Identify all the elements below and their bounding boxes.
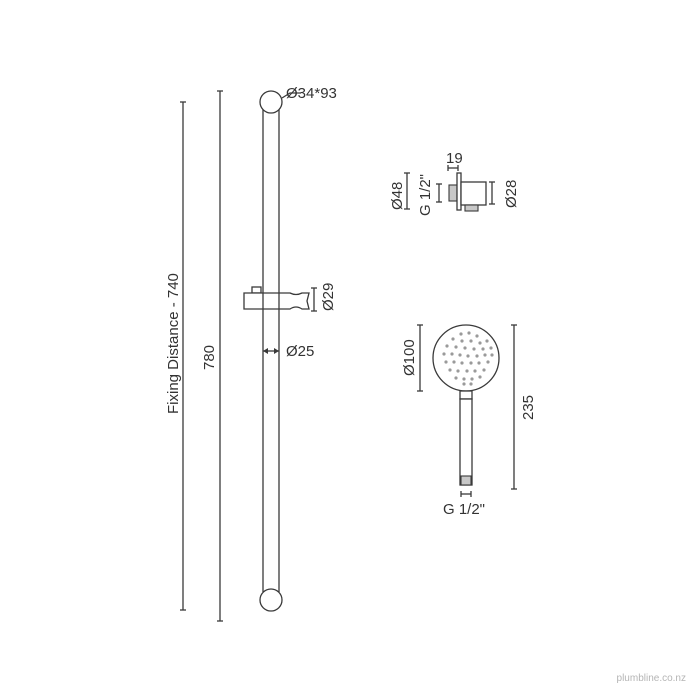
elbow-depth-label: 19 <box>446 150 463 167</box>
bottom-end-cap <box>259 588 283 612</box>
overall-length-label: 780 <box>201 345 218 370</box>
spray-nozzles <box>442 331 494 386</box>
shower-head <box>432 324 500 392</box>
handle-thread-label: G 1/2" <box>443 501 485 518</box>
end-cap-label: Ø34*93 <box>286 85 337 102</box>
shower-rail: Ø34*93 <box>259 85 337 612</box>
elbow-thread-label: G 1/2" <box>417 174 434 216</box>
slider: Ø29 <box>243 283 337 312</box>
fixing-distance-dimension: Fixing Distance - 740 <box>165 101 186 611</box>
rail-diameter-dimension: Ø25 <box>263 343 314 360</box>
shower-length-label: 235 <box>520 395 537 420</box>
fixing-distance-label: Fixing Distance - 740 <box>165 273 182 414</box>
wall-elbow: 19 Ø48 G 1/2" Ø28 <box>389 150 520 216</box>
watermark: plumbline.co.nz <box>616 673 686 684</box>
head-diameter-label: Ø100 <box>401 339 418 376</box>
elbow-outer-diameter-label: Ø48 <box>389 182 406 210</box>
top-end-cap <box>259 90 283 114</box>
rail-diameter-label: Ø25 <box>286 343 314 360</box>
handle <box>459 398 473 486</box>
elbow-body-diameter-label: Ø28 <box>503 180 520 208</box>
slider-height-label: Ø29 <box>320 283 337 311</box>
overall-length-dimension: 780 <box>201 90 223 622</box>
hand-shower: Ø100 G 1/2" 235 <box>401 324 537 518</box>
